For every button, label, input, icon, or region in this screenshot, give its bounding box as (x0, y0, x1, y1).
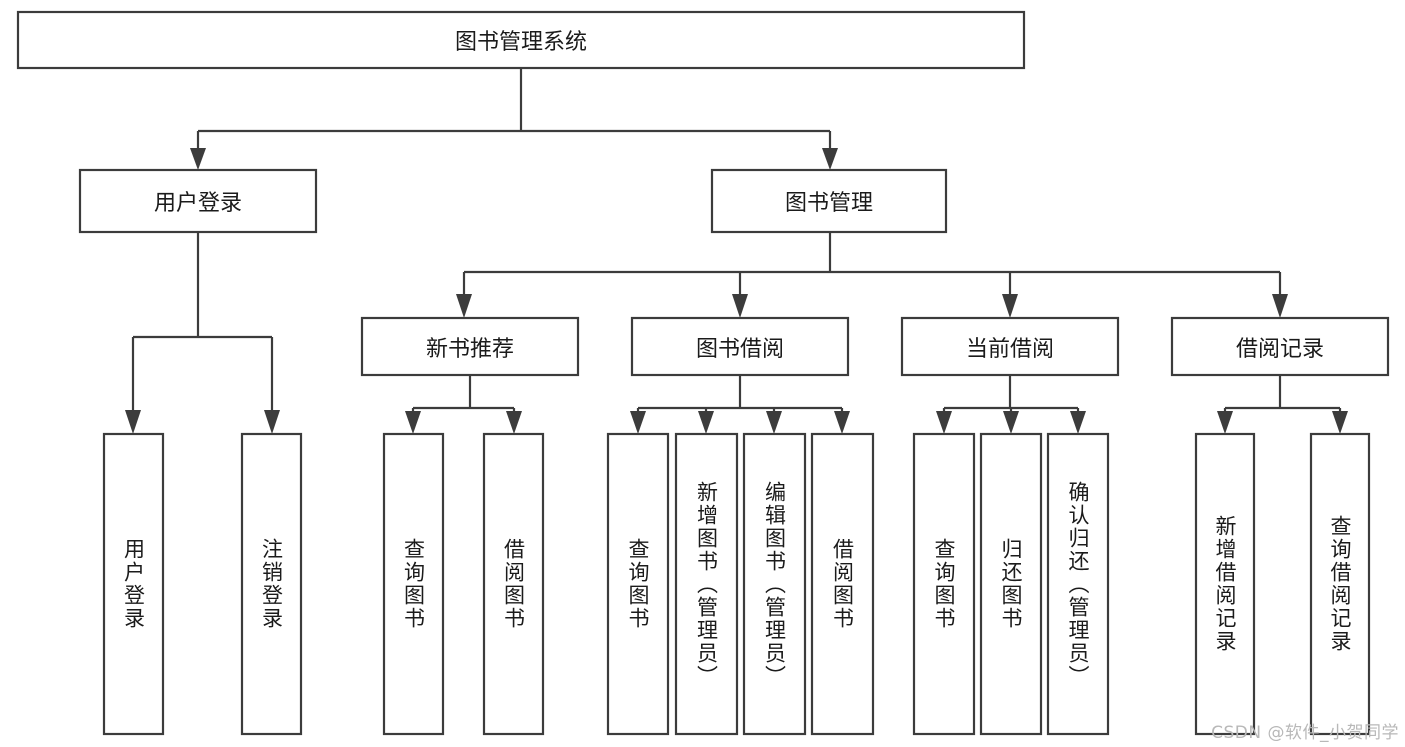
node-borrow-record[interactable] (1170, 316, 1390, 377)
node-new-book-recommend[interactable] (360, 316, 580, 377)
arrow-current-leaf-2 (1003, 411, 1019, 434)
arrow-recommend-leaf-2 (506, 411, 522, 434)
node-root[interactable] (16, 10, 1026, 70)
node-user-login[interactable] (78, 168, 318, 234)
arrow-user-login-leaf-1 (125, 410, 141, 434)
arrow-to-new-book-recommend (456, 294, 472, 318)
leaf-current-return-book[interactable] (979, 432, 1043, 736)
leaf-borrow-query-book[interactable] (606, 432, 670, 736)
leaf-borrow-add-book[interactable] (674, 432, 739, 736)
arrow-borrow-leaf-4 (834, 411, 850, 434)
arrow-record-leaf-1 (1217, 411, 1233, 434)
node-book-borrow[interactable] (630, 316, 850, 377)
arrow-borrow-leaf-2 (698, 411, 714, 434)
node-current-borrow[interactable] (900, 316, 1120, 377)
arrow-to-borrow-record (1272, 294, 1288, 318)
arrow-to-book-borrow (732, 294, 748, 318)
leaf-user-login-logout[interactable] (240, 432, 303, 736)
arrow-borrow-leaf-3 (766, 411, 782, 434)
leaf-borrow-borrow-book[interactable] (810, 432, 875, 736)
arrow-recommend-leaf-1 (405, 411, 421, 434)
leaf-record-query-record[interactable] (1309, 432, 1371, 736)
leaf-recommend-query-book[interactable] (382, 432, 445, 736)
arrow-record-leaf-2 (1332, 411, 1348, 434)
arrow-current-leaf-1 (936, 411, 952, 434)
node-box-layer (16, 10, 1390, 736)
leaf-recommend-borrow-book[interactable] (482, 432, 545, 736)
connector-layer (125, 68, 1348, 434)
leaf-record-add-record[interactable] (1194, 432, 1256, 736)
arrow-root-to-book-mgmt (822, 148, 838, 170)
leaf-current-confirm-return[interactable] (1046, 432, 1110, 736)
leaf-current-query-book[interactable] (912, 432, 976, 736)
arrow-current-leaf-3 (1070, 411, 1086, 434)
leaf-user-login-login[interactable] (102, 432, 165, 736)
arrow-user-login-leaf-2 (264, 410, 280, 434)
leaf-borrow-edit-book[interactable] (742, 432, 807, 736)
arrow-to-current-borrow (1002, 294, 1018, 318)
node-book-management[interactable] (710, 168, 948, 234)
arrow-root-to-user-login (190, 148, 206, 170)
arrow-borrow-leaf-1 (630, 411, 646, 434)
csdn-watermark: CSDN @软件_小贺同学 (1211, 723, 1399, 743)
